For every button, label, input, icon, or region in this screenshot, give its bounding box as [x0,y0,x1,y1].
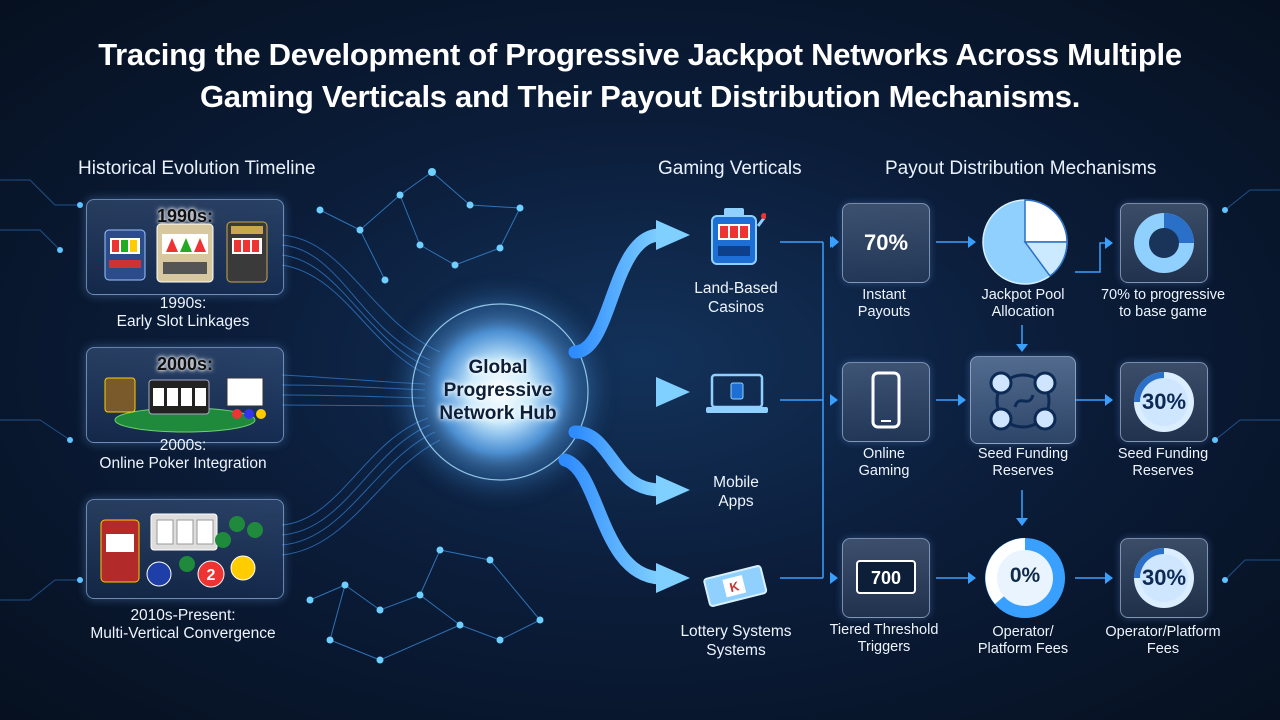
era-card-1990s: 1990s: [86,199,284,295]
hub-label-line1: Global [468,357,528,378]
operator-pie-value: 0% [1009,564,1041,587]
era-header-2000s: 2000s: [156,354,214,374]
instant-payouts-box: 70% [842,203,930,283]
laptop-icon [706,373,768,413]
payouts-heading: Payout Distribution Mechanisms [885,158,1157,179]
multi-vertical-icon: 2 [100,513,263,588]
operator-pct-label-line1: Operator/Platform [1105,624,1221,640]
online-gaming-label-line1: Online [863,446,905,462]
era-card-2000s: 2000s: [86,347,284,443]
tiered-threshold-box: 700 [842,538,930,618]
seed-pct-label-line1: Seed Funding [1117,446,1209,462]
operator-pct-ring-icon [1134,548,1194,608]
vertical-land-based: Land-Based Casinos [666,279,806,317]
operator-pie-label-line2: Platform Fees [977,641,1069,657]
vertical-land-based-line2: Casinos [708,299,764,316]
verticals-heading: Gaming Verticals [658,158,802,179]
era-caption-2010s-line2: Multi-Vertical Convergence [90,625,276,642]
operator-pie-label-line1: Operator/ [992,624,1054,640]
slot-machines-icon [104,221,268,283]
svg-text:K: K [728,578,741,595]
era-caption-1990s: 1990s: Early Slot Linkages [53,295,313,331]
seed-reserves-label: Seed Funding Reserves [953,446,1093,480]
jackpot-pool-label-line2: Allocation [991,304,1055,320]
online-gaming-box [842,362,930,442]
timeline-heading: Historical Evolution Timeline [78,158,316,179]
jackpot-pool-label-line1: Jackpot Pool [981,287,1065,303]
page-title: Tracing the Development of Progressive J… [98,37,1182,114]
instant-payouts-value: 70% [863,230,909,255]
instant-payouts-label: Instant Payouts [814,287,954,321]
vertical-mobile-apps: Mobile Apps [666,473,806,511]
vertical-lottery-line2: Systems [706,642,766,659]
vertical-mobile-apps-line2: Apps [718,493,754,510]
era-caption-2000s: 2000s: Online Poker Integration [53,437,313,473]
hub-label-line2: Progressive [443,380,553,401]
operator-pct-label-line2: Fees [1146,641,1180,657]
instant-payouts-label-line1: Instant [862,287,906,303]
seed-reserves-label-line2: Reserves [992,463,1054,479]
era-caption-1990s-line1: 1990s: [159,295,207,312]
era-card-2010s: 2 [86,499,284,599]
era-header-1990s: 1990s: [156,206,214,226]
tiered-threshold-label-line1: Tiered Threshold [829,622,939,638]
seed-pct-ring-icon [1134,372,1194,432]
tiered-threshold-label-line2: Triggers [857,639,911,655]
smartphone-icon [871,371,901,429]
seed-pct-label: Seed Funding Reserves [1093,446,1233,480]
vertical-mobile-apps-line1: Mobile [713,474,759,491]
online-gaming-label: Online Gaming [814,446,954,480]
vertical-land-based-line1: Land-Based [694,280,778,297]
seed-pct-label-line2: Reserves [1132,463,1194,479]
online-gaming-label-line2: Gaming [858,463,910,479]
progressive-split-label: 70% to progressive to base game [1093,287,1233,321]
operator-pct-value: 30% [1141,565,1187,590]
era-caption-2000s-line2: Online Poker Integration [99,455,267,472]
hub-label: Global Progressive Network Hub [418,356,578,425]
network-cycle-icon [989,371,1057,431]
jackpot-pie-icon [982,199,1068,285]
operator-pct-box: 30% [1120,538,1208,618]
progressive-split-label-line1: 70% to progressive [1100,287,1226,303]
jackpot-pool-label: Jackpot Pool Allocation [953,287,1093,321]
poker-table-icon [104,377,266,433]
vertical-lottery-line1: Lottery Systems [680,623,792,640]
tiered-threshold-label: Tiered Threshold Triggers [814,622,954,656]
tiered-counter-icon: 700 [856,560,916,594]
instant-payouts-label-line2: Payouts [857,304,911,320]
donut-chart-icon [1134,213,1194,273]
seed-reserves-box [970,356,1076,444]
progressive-split-label-line2: to base game [1119,304,1207,320]
era-caption-2000s-line1: 2000s: [159,437,207,454]
hub-label-line3: Network Hub [439,403,557,424]
svg-text:2: 2 [207,567,216,584]
slot-machine-icon [711,208,766,265]
operator-pie-label: Operator/ Platform Fees [953,624,1093,658]
seed-pct-box: 30% [1120,362,1208,442]
era-caption-2010s-line1: 2010s-Present: [130,607,236,624]
progressive-split-box [1120,203,1208,283]
era-caption-2010s: 2010s-Present: Multi-Vertical Convergenc… [53,607,313,643]
seed-reserves-label-line1: Seed Funding [977,446,1069,462]
operator-pie-icon [985,538,1065,618]
seed-pct-value: 30% [1141,389,1187,414]
tiered-value: 700 [871,568,901,588]
lottery-ticket-icon: K [703,565,768,607]
era-caption-1990s-line2: Early Slot Linkages [116,313,250,330]
vertical-lottery: Lottery Systems Systems [666,622,806,660]
operator-pct-label: Operator/Platform Fees [1093,624,1233,658]
